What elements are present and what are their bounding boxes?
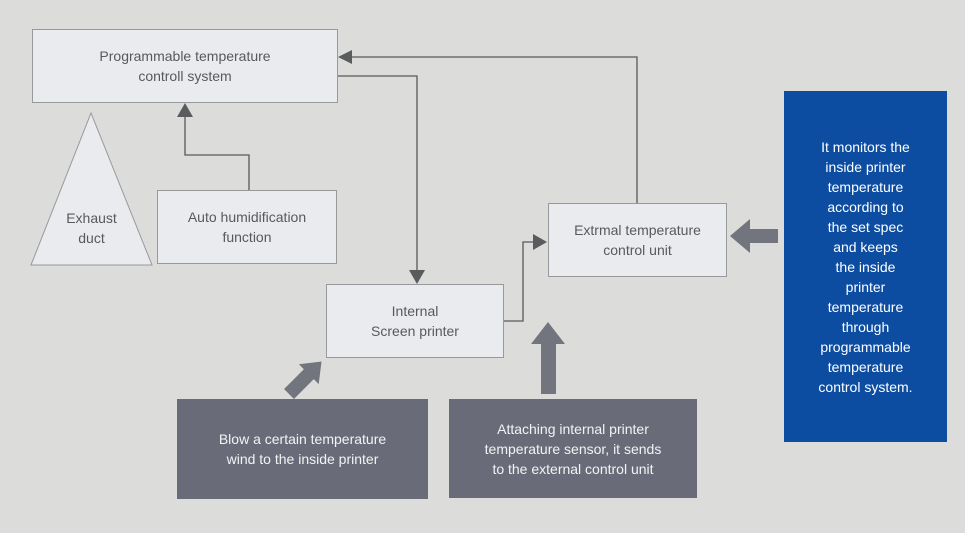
exhaust-duct-triangle: [30, 111, 153, 266]
thick-arrow-left-icon: [730, 219, 778, 253]
node-label-line: control unit: [603, 242, 672, 258]
thick-arrow-up-icon: [531, 322, 565, 394]
callout-monitoring-description: It monitors the inside printer temperatu…: [784, 91, 947, 442]
node-label-line: to the external control unit: [492, 460, 654, 477]
arrowhead-right-icon: [533, 234, 547, 250]
connector-internal-to-external: [504, 241, 534, 322]
node-label-line: Extrmal temperature: [574, 222, 701, 238]
node-auto-humidification-function: Auto humidification function: [157, 190, 337, 264]
callout-line: temperature: [827, 358, 904, 375]
arrowhead-down-icon: [409, 270, 425, 284]
callout-line: temperature: [827, 178, 904, 195]
connector-programmable-to-internal: [338, 75, 418, 271]
connector-auto-to-programmable: [184, 117, 250, 190]
node-label-line: Attaching internal printer: [497, 420, 649, 437]
connector-external-to-programmable: [350, 56, 638, 203]
node-label-line: Programmable temperature: [99, 48, 271, 64]
node-label-line: function: [222, 229, 272, 245]
arrowhead-up-icon: [177, 103, 193, 117]
callout-line: temperature: [827, 298, 904, 315]
callout-line: inside printer: [825, 158, 906, 175]
callout-line: printer: [845, 278, 886, 295]
callout-line: It monitors the: [821, 138, 910, 155]
node-programmable-temperature-control-system: Programmable temperature controll system: [32, 29, 338, 103]
node-label-line: wind to the inside printer: [226, 451, 379, 467]
node-label-line: Internal: [391, 303, 439, 319]
thick-arrow-diagonal-icon: [284, 361, 322, 399]
callout-line: the set spec: [827, 218, 904, 235]
node-label-line: Exhaust: [66, 210, 117, 226]
node-external-temperature-control-unit: Extrmal temperature control unit: [548, 203, 727, 277]
node-blow-temperature-wind: Blow a certain temperature wind to the i…: [177, 399, 428, 499]
arrowhead-left-icon: [338, 50, 352, 64]
node-attaching-temperature-sensor: Attaching internal printer temperature s…: [449, 399, 697, 498]
node-label-line: Auto humidification: [187, 209, 307, 225]
callout-line: according to: [827, 198, 904, 215]
callout-line: and keeps: [833, 238, 898, 255]
node-label-line: temperature sensor, it sends: [484, 440, 662, 457]
callout-line: through: [841, 318, 890, 335]
callout-line: the inside: [835, 258, 896, 275]
callout-line: control system.: [818, 378, 913, 395]
node-label-line: Blow a certain temperature: [218, 431, 387, 447]
callout-line: programmable: [820, 338, 911, 355]
node-label-line: Screen printer: [371, 323, 459, 339]
node-exhaust-duct-label: Exhaust duct: [31, 208, 152, 248]
node-label-line: controll system: [138, 68, 232, 84]
node-label-line: duct: [78, 230, 105, 246]
node-internal-screen-printer: Internal Screen printer: [326, 284, 504, 358]
